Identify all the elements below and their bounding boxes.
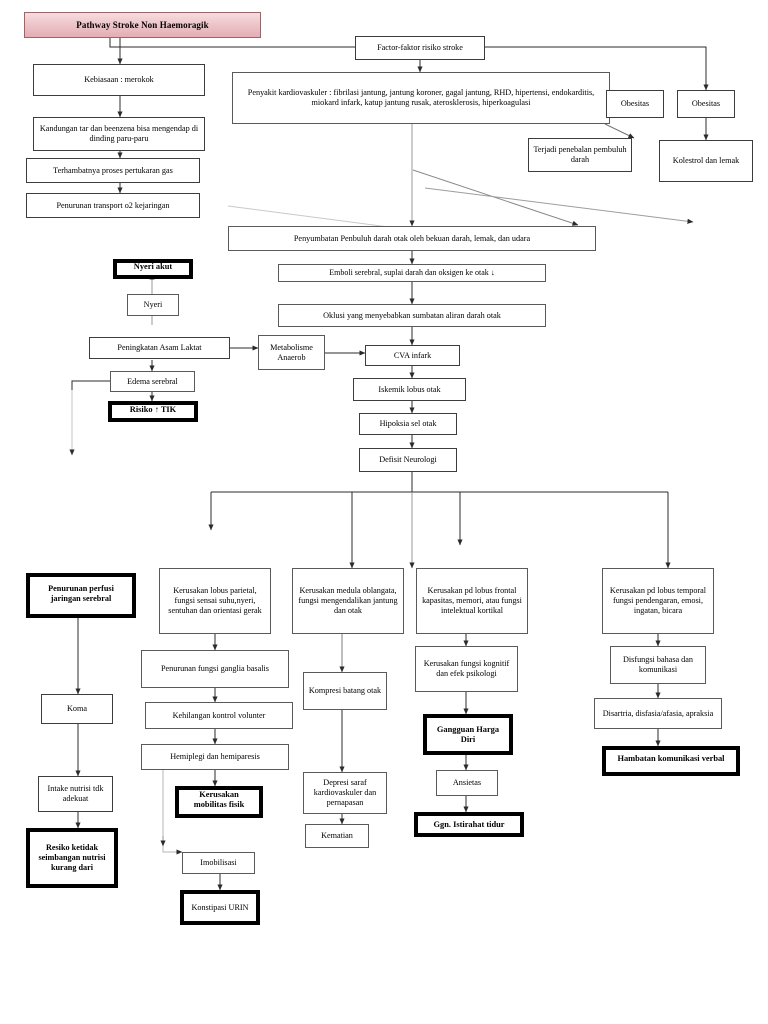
node-cognitive-impairment[interactable]: Kerusakan fungsi kognitif dan efek psiko…: [415, 646, 518, 692]
node-label: Nyeri: [143, 300, 163, 310]
node-ganglia-function[interactable]: Penurunan fungsi ganglia basalis: [141, 650, 289, 688]
node-anxiety[interactable]: Ansietas: [436, 770, 498, 796]
node-temporal-lobe[interactable]: Kerusakan pd lobus temporal fungsi pende…: [602, 568, 714, 634]
node-label: Obesitas: [691, 99, 721, 109]
node-risk-icp[interactable]: Risiko ↑ TIK: [108, 401, 198, 422]
node-nutrition-intake[interactable]: Intake nutrisi tdk adekuat: [38, 776, 113, 812]
node-coma[interactable]: Koma: [41, 694, 113, 724]
node-label: Penurunan transport o2 kejaringan: [56, 200, 170, 210]
node-death[interactable]: Kematian: [305, 824, 369, 848]
node-label: Factor-faktor risiko stroke: [377, 43, 463, 53]
node-label: Kompresi batang otak: [308, 686, 382, 696]
node-label: Kerusakan mobilitas fisik: [193, 790, 245, 809]
node-label: Konstipasi URIN: [191, 902, 249, 912]
node-nutrition-imbalance[interactable]: Resiko ketidak seimbangan nutrisi kurang…: [26, 828, 118, 888]
node-language-dysfunction[interactable]: Disfungsi bahasa dan komunikasi: [610, 646, 706, 684]
node-label: Koma: [66, 704, 87, 714]
node-cva-infark[interactable]: CVA infark: [365, 345, 460, 366]
node-label: Kehilangan kontrol volunter: [172, 710, 266, 720]
node-label: Hipoksia sel otak: [379, 419, 437, 429]
node-label: Terhambatnya proses pertukaran gas: [53, 165, 173, 175]
node-self-esteem-disturbance[interactable]: Gangguan Harga Diri: [423, 714, 513, 755]
node-frontal-lobe[interactable]: Kerusakan pd lobus frontal kapasitas, me…: [416, 568, 528, 634]
node-obesity-1[interactable]: Obesitas: [606, 90, 664, 118]
node-label: Kerusakan fungsi kognitif dan efek psiko…: [423, 659, 510, 678]
node-label: Imobilisasi: [200, 858, 237, 868]
node-label: Gangguan Harga Diri: [436, 724, 500, 744]
page-title-label: Pathway Stroke Non Haemoragik: [76, 20, 209, 30]
node-occlusion[interactable]: Oklusi yang menyebabkan sumbatan aliran …: [278, 304, 546, 327]
node-label: Oklusi yang menyebabkan sumbatan aliran …: [323, 310, 501, 320]
node-label: Intake nutrisi tdk adekuat: [47, 784, 104, 803]
node-label: Depresi saraf kardiovaskuler dan pernapa…: [313, 778, 377, 807]
node-cerebral-emboli[interactable]: Emboli serebral, suplai darah dan oksige…: [278, 264, 546, 282]
node-neuro-deficit[interactable]: Defisit Neurologi: [359, 448, 457, 472]
node-parietal-lobe[interactable]: Kerusakan lobus parietal, fungsi sensai …: [159, 568, 271, 634]
node-label: Resiko ketidak seimbangan nutrisi kurang…: [38, 843, 106, 872]
node-label: Penyumbatan Penbuluh darah otak oleh bek…: [293, 233, 531, 243]
node-gas-exchange[interactable]: Terhambatnya proses pertukaran gas: [26, 158, 200, 183]
node-obesity-2[interactable]: Obesitas: [677, 90, 735, 118]
node-brainstem-compression[interactable]: Kompresi batang otak: [303, 672, 387, 710]
node-label: Kerusakan pd lobus temporal fungsi pende…: [609, 586, 707, 615]
node-cerebral-edema[interactable]: Edema serebral: [110, 371, 195, 392]
node-voluntary-control-loss[interactable]: Kehilangan kontrol volunter: [145, 702, 293, 729]
node-label: Kerusakan medula oblangata, fungsi menge…: [298, 586, 398, 615]
node-label: Hambatan komunikasi verbal: [617, 754, 725, 764]
node-label: Disfungsi bahasa dan komunikasi: [622, 655, 694, 674]
node-smoking[interactable]: Kebiasaan : merokok: [33, 64, 205, 96]
node-label: Obesitas: [620, 99, 650, 109]
node-lactic-acid[interactable]: Peningkatan Asam Laktat: [89, 337, 230, 359]
node-acute-pain[interactable]: Nyeri akut: [113, 259, 193, 279]
node-label: Ggn. Istirahat tidur: [433, 819, 505, 829]
node-label: Peningkatan Asam Laktat: [117, 343, 202, 353]
node-label: Nyeri akut: [133, 262, 173, 272]
node-anaerobic-metabolism[interactable]: Metabolisme Anaerob: [258, 335, 325, 370]
node-label: Penurunan fungsi ganglia basalis: [160, 664, 269, 674]
node-label: Risiko ↑ TIK: [129, 404, 177, 414]
node-verbal-communication-barrier[interactable]: Hambatan komunikasi verbal: [602, 746, 740, 776]
node-label: Penurunan perfusi jaringan serebral: [48, 583, 114, 603]
node-label: Defisit Neurologi: [379, 455, 437, 465]
node-pain[interactable]: Nyeri: [127, 294, 179, 316]
node-blockage[interactable]: Penyumbatan Penbuluh darah otak oleh bek…: [228, 226, 596, 251]
node-sleep-disturbance[interactable]: Ggn. Istirahat tidur: [414, 812, 524, 837]
node-constipation[interactable]: Konstipasi URIN: [180, 890, 260, 925]
node-ischemic-lobe[interactable]: Iskemik lobus otak: [353, 378, 466, 401]
node-label: Edema serebral: [127, 376, 178, 386]
node-hemiplegia[interactable]: Hemiplegi dan hemiparesis: [141, 744, 289, 770]
node-label: Kerusakan pd lobus frontal kapasitas, me…: [422, 586, 522, 615]
node-vessel-thickening[interactable]: Terjadi penebalan pembuluh darah: [528, 138, 632, 172]
node-label: Kerusakan lobus parietal, fungsi sensai …: [168, 586, 262, 615]
node-risk-factors[interactable]: Factor-faktor risiko stroke: [355, 36, 485, 60]
node-label: Ansietas: [452, 778, 482, 788]
node-tar-benzene[interactable]: Kandungan tar dan beenzena bisa mengenda…: [33, 117, 205, 151]
node-o2-transport[interactable]: Penurunan transport o2 kejaringan: [26, 193, 200, 218]
node-mobility-impairment[interactable]: Kerusakan mobilitas fisik: [175, 786, 263, 818]
node-cholesterol-fat[interactable]: Kolestrol dan lemak: [659, 140, 753, 182]
node-cerebral-perfusion[interactable]: Penurunan perfusi jaringan serebral: [26, 573, 136, 618]
node-medulla-damage[interactable]: Kerusakan medula oblangata, fungsi menge…: [292, 568, 404, 634]
node-label: Emboli serebral, suplai darah dan oksige…: [329, 268, 495, 278]
page-title: Pathway Stroke Non Haemoragik: [24, 12, 261, 38]
node-label: Disartria, disfasia/afasia, apraksia: [602, 708, 714, 718]
node-label: Kolestrol dan lemak: [672, 156, 740, 166]
node-label: Metabolisme Anaerob: [270, 342, 313, 362]
node-label: Kematian: [321, 831, 353, 841]
node-label: Terjadi penebalan pembuluh darah: [533, 145, 627, 164]
node-label: CVA infark: [393, 350, 432, 360]
node-dysarthria[interactable]: Disartria, disfasia/afasia, apraksia: [594, 698, 722, 729]
node-label: Kebiasaan : merokok: [84, 75, 154, 85]
node-label: Iskemik lobus otak: [378, 384, 441, 394]
node-label: Penyakit kardiovaskuler : fibrilasi jant…: [247, 88, 595, 107]
node-cardio-respiratory-depression[interactable]: Depresi saraf kardiovaskuler dan pernapa…: [303, 772, 387, 814]
node-cardiovascular-disease[interactable]: Penyakit kardiovaskuler : fibrilasi jant…: [232, 72, 610, 124]
node-label: Hemiplegi dan hemiparesis: [170, 752, 260, 762]
node-label: Kandungan tar dan beenzena bisa mengenda…: [39, 124, 199, 143]
node-immobilization[interactable]: Imobilisasi: [182, 852, 255, 874]
node-hypoxia[interactable]: Hipoksia sel otak: [359, 413, 457, 435]
